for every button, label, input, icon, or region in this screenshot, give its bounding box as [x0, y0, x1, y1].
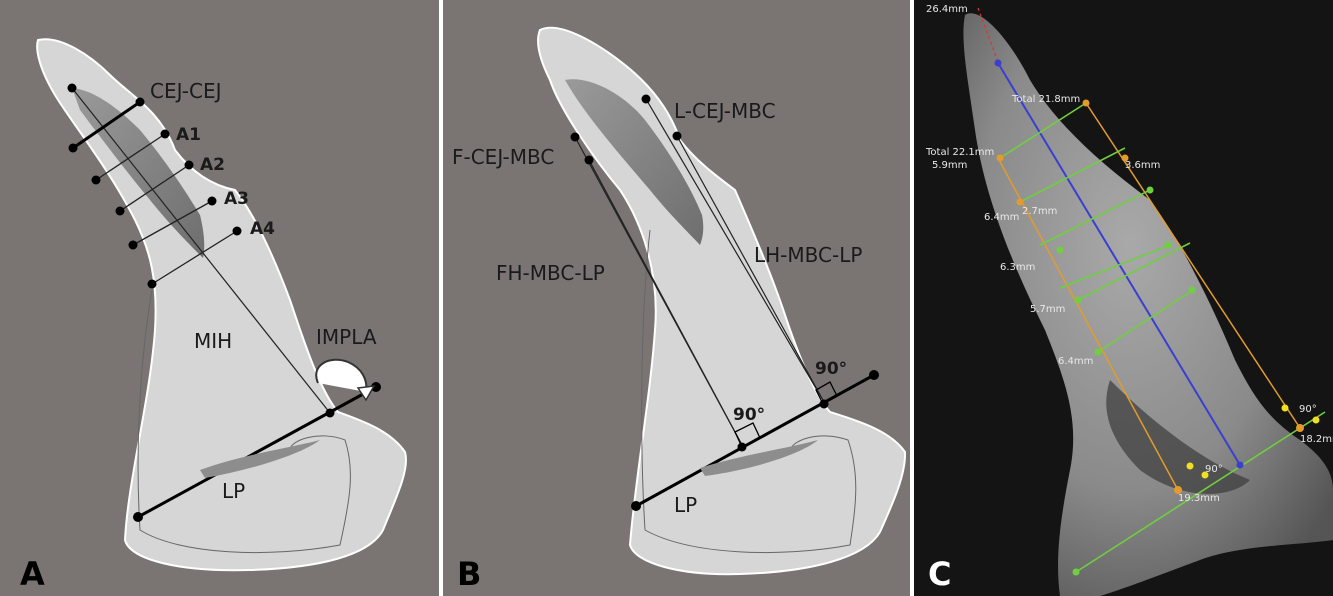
label-mih: MIH — [194, 329, 232, 353]
label-l-cej-mbc: L-CEJ-MBC — [674, 99, 776, 123]
ct-label-19-3: 19.3mm — [1178, 493, 1220, 504]
panel-b: L-CEJ-MBC F-CEJ-MBC FH-MBC-LP LH-MBC-LP … — [443, 0, 910, 596]
label-a3: A3 — [224, 189, 249, 209]
label-lh-mbc-lp: LH-MBC-LP — [754, 243, 862, 267]
ct-label-5-9: 5.9mm — [932, 160, 967, 171]
ct-label-6-4a: 6.4mm — [984, 212, 1019, 223]
ct-label-6-3: 6.3mm — [1000, 262, 1035, 273]
ct-label-angle1: 90° — [1299, 404, 1317, 415]
ct-label-angle2: 90° — [1205, 464, 1223, 475]
label-a4: A4 — [250, 219, 275, 239]
panel-letter-b: B — [457, 555, 481, 593]
label-cej-cej: CEJ-CEJ — [150, 79, 222, 103]
ct-label-5-7: 5.7mm — [1030, 304, 1065, 315]
ct-label-6-4b: 6.4mm — [1058, 356, 1093, 367]
label-angle-1: 90° — [733, 405, 765, 425]
ct-label-3-6: 3.6mm — [1125, 160, 1160, 171]
label-a1: A1 — [176, 125, 201, 145]
label-fh-mbc-lp: FH-MBC-LP — [496, 261, 605, 285]
ct-label-2-7: 2.7mm — [1022, 206, 1057, 217]
label-f-cej-mbc: F-CEJ-MBC — [452, 145, 554, 169]
ct-label-total2: Total 22.1mm — [925, 147, 994, 158]
panel-a: CEJ-CEJ A1 A2 A3 A4 MIH IMPLA LP A — [0, 0, 439, 596]
panel-letter-c: C — [928, 555, 951, 593]
label-a2: A2 — [200, 155, 225, 175]
label-lp-b: LP — [674, 493, 697, 517]
panel-c: 26.4mm Total 21.8mm Total 22.1mm 5.9mm 3… — [914, 0, 1333, 596]
ct-label-top: 26.4mm — [926, 4, 968, 15]
label-lp-a: LP — [222, 479, 245, 503]
label-impla: IMPLA — [316, 325, 377, 349]
panel-letter-a: A — [20, 555, 45, 593]
ct-label-total1: Total 21.8mm — [1011, 94, 1080, 105]
ct-label-18-2: 18.2mm — [1300, 434, 1333, 445]
label-angle-2: 90° — [815, 359, 847, 379]
